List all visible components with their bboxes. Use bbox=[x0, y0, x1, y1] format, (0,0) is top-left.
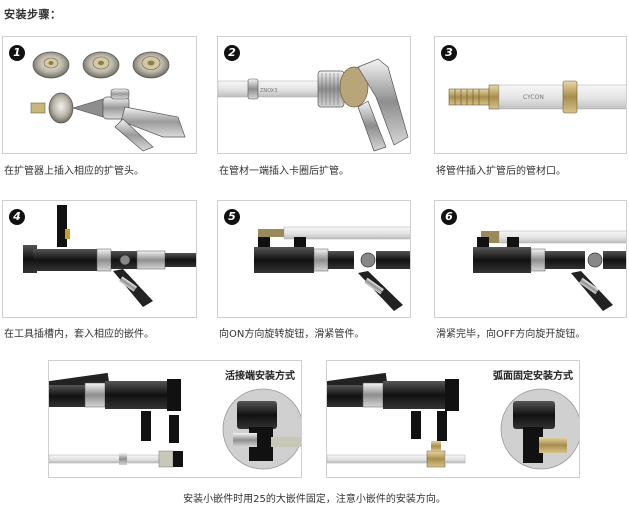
method-arc-title: 弧面固定安装方式 bbox=[493, 371, 573, 382]
footer-note: 安装小嵌件时用25的大嵌件固定，注意小嵌件的安装方向。 bbox=[183, 494, 446, 505]
step-1-illustration bbox=[30, 51, 186, 152]
expansion-head-2 bbox=[82, 51, 120, 79]
step-4-caption: 在工具插槽内，套入相应的嵌件。 bbox=[4, 329, 154, 340]
method-union-title: 活接端安装方式 bbox=[225, 371, 295, 382]
step-5-caption: 向ON方向旋转旋钮，滑紧管件。 bbox=[219, 329, 365, 340]
step-5-illustration bbox=[254, 226, 410, 311]
step-1-badge: 1 bbox=[9, 45, 25, 61]
step-2-illustration: ZNOX3 bbox=[218, 58, 409, 152]
step-1-caption: 在扩管器上插入相应的扩管头。 bbox=[4, 166, 144, 177]
step-2-pipe-print: ZNOX3 bbox=[260, 88, 277, 94]
method-arc-illustration bbox=[327, 372, 579, 470]
step-6-illustration bbox=[473, 230, 626, 311]
page-title: 安装步骤： bbox=[4, 8, 62, 21]
step-3-badge: 3 bbox=[441, 45, 457, 61]
method-arc-panel: 弧面固定安装方式 bbox=[326, 360, 580, 478]
step-4-badge: 4 bbox=[9, 209, 25, 225]
step-2-panel: 2 ZNOX3 bbox=[217, 36, 411, 154]
step-3-panel: 3 CYCON bbox=[434, 36, 627, 154]
method-union-illustration bbox=[49, 372, 301, 470]
step-3-caption: 将管件插入扩管后的管材口。 bbox=[436, 166, 566, 177]
step-3-pipe-print: CYCON bbox=[523, 94, 544, 101]
expansion-head-1 bbox=[32, 51, 70, 79]
step-5-badge: 5 bbox=[224, 209, 240, 225]
step-6-badge: 6 bbox=[441, 209, 457, 225]
step-5-panel: 5 bbox=[217, 200, 411, 318]
step-2-caption: 在管材一端插入卡圈后扩管。 bbox=[219, 166, 349, 177]
step-6-panel: 6 bbox=[434, 200, 627, 318]
step-4-illustration bbox=[23, 205, 196, 307]
step-2-badge: 2 bbox=[224, 45, 240, 61]
step-3-illustration: CYCON bbox=[448, 80, 626, 114]
expansion-head-3 bbox=[132, 51, 170, 79]
step-6-caption: 滑紧完毕，向OFF方向旋开旋钮。 bbox=[436, 329, 586, 340]
step-1-panel: 1 bbox=[2, 36, 197, 154]
step-4-panel: 4 bbox=[2, 200, 197, 318]
method-union-panel: 活接端安装方式 bbox=[48, 360, 302, 478]
